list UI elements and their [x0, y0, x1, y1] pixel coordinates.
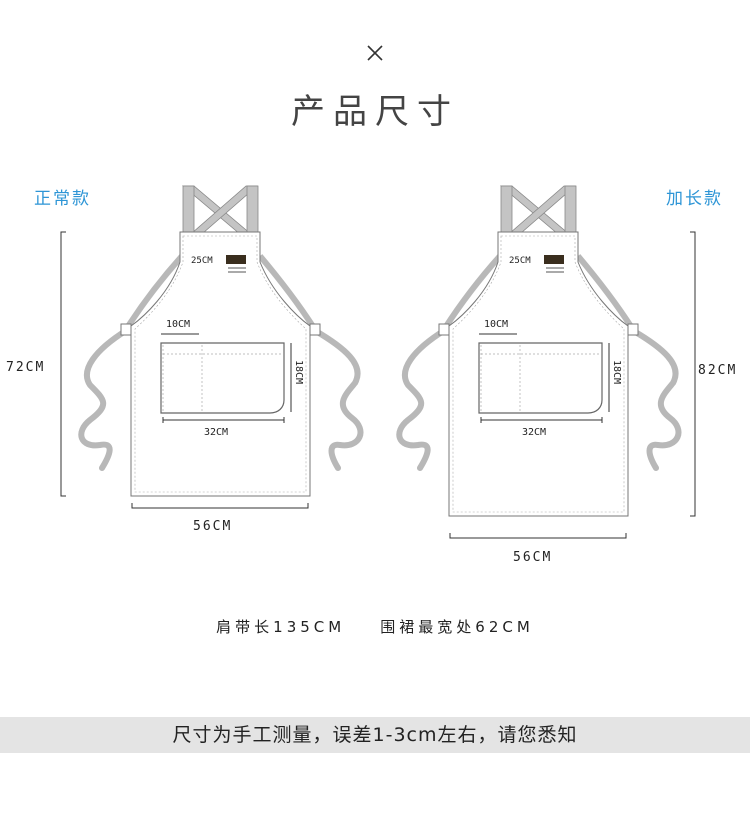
- waist-tie-right: [311, 327, 364, 471]
- pocket-normal: [160, 342, 285, 414]
- strap-length: 肩带长135CM: [216, 618, 346, 636]
- total-length-normal: 72CM: [6, 360, 46, 375]
- width-long: 56CM: [513, 550, 553, 565]
- close-icon[interactable]: [362, 40, 388, 66]
- pocket-divider-long: 10CM: [484, 319, 509, 330]
- waist-tie-left: [78, 327, 130, 471]
- apron-long: [396, 185, 696, 539]
- top-width-long: 25CM: [509, 256, 531, 266]
- apron-diagram: [60, 185, 696, 539]
- variant-label-long: 加长款: [666, 189, 723, 209]
- pocket-width-long: 32CM: [522, 427, 547, 438]
- pocket-divider-normal: 10CM: [166, 319, 191, 330]
- total-length-long: 82CM: [698, 363, 738, 378]
- pocket-height-normal: 18CM: [293, 360, 304, 385]
- width-normal: 56CM: [193, 519, 233, 534]
- shoulder-straps-long: [499, 185, 578, 241]
- waist-width: 围裙最宽处62CM: [380, 618, 534, 636]
- waist-tie-left-long: [396, 327, 448, 471]
- pocket-long: [478, 342, 603, 414]
- note-bar: 尺寸为手工测量，误差1-3cm左右，请您悉知: [0, 717, 750, 753]
- variant-label-normal: 正常款: [34, 189, 91, 209]
- page-title: 产品尺寸: [291, 92, 459, 132]
- waist-tie-right-long: [629, 327, 682, 471]
- top-width-normal: 25CM: [191, 256, 213, 266]
- pocket-width-normal: 32CM: [204, 427, 229, 438]
- pocket-height-long: 18CM: [611, 360, 622, 385]
- spec-line: 肩带长135CM 围裙最宽处62CM: [0, 616, 750, 637]
- measurement-note: 尺寸为手工测量，误差1-3cm左右，请您悉知: [172, 724, 578, 746]
- apron-normal: [60, 185, 364, 509]
